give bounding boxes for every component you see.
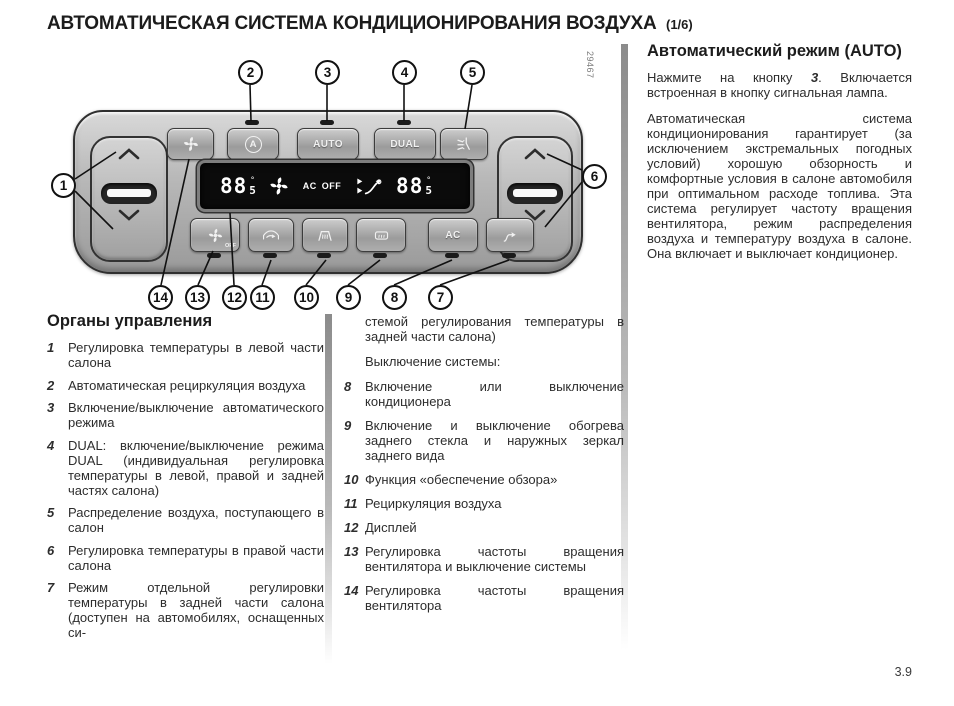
airflow-distribution-indicator bbox=[354, 174, 384, 198]
section-heading: Органы управления bbox=[47, 312, 213, 330]
recirculation-led bbox=[263, 253, 277, 258]
temp-right-slider bbox=[507, 183, 563, 204]
auto-button-label: AUTO bbox=[313, 138, 343, 150]
temp-left-slider bbox=[101, 183, 157, 204]
degree-symbol: ° bbox=[426, 175, 431, 185]
rear-airflow-icon bbox=[501, 227, 519, 244]
windshield-demist-icon bbox=[316, 226, 334, 244]
callout-14: 14 bbox=[148, 285, 173, 310]
left-temperature-readout: 88 °5 bbox=[220, 174, 256, 198]
section-heading: Автоматический режим (AUTO) bbox=[647, 42, 902, 60]
column-divider bbox=[621, 44, 628, 650]
circled-a-icon: A bbox=[244, 135, 262, 153]
right-temperature-readout: 88 °5 bbox=[396, 174, 432, 198]
recirculation-button bbox=[248, 218, 294, 252]
slider-stripe bbox=[107, 189, 151, 197]
fan-icon bbox=[268, 175, 290, 197]
button-reference: 3 bbox=[810, 70, 819, 85]
dual-button-label: DUAL bbox=[390, 138, 420, 150]
callout-5: 5 bbox=[460, 60, 485, 85]
callout-lines bbox=[74, 84, 583, 286]
chevron-up-icon bbox=[116, 147, 142, 160]
auto-recirculation-button: A bbox=[227, 128, 279, 160]
slider-stripe bbox=[513, 189, 557, 197]
rear-temp-led bbox=[502, 253, 516, 258]
callout-8: 8 bbox=[382, 285, 407, 310]
off-label: OFF bbox=[225, 243, 236, 249]
degree-symbol: ° bbox=[250, 175, 255, 185]
controls-section-continued: стемой регулирования температуры в задне… bbox=[344, 314, 624, 622]
climate-panel-diagram: A AUTO DUAL 88 °5 AC O bbox=[50, 48, 635, 316]
callout-1: 1 bbox=[51, 173, 76, 198]
continuation-text: стемой регулирования температуры в задне… bbox=[365, 314, 624, 344]
dual-mode-button: DUAL bbox=[374, 128, 436, 160]
recirculation-led bbox=[245, 120, 259, 125]
climate-display: 88 °5 AC OFF 88 °5 bbox=[197, 160, 473, 212]
auto-mode-section: Автоматический режим (AUTO) Нажмите на к… bbox=[647, 42, 912, 272]
page-title: АВТОМАТИЧЕСКАЯ СИСТЕМА КОНДИЦИОНИРОВАНИЯ… bbox=[47, 13, 693, 35]
chevron-down-icon bbox=[522, 209, 548, 222]
rear-temperature-button bbox=[486, 218, 534, 252]
callout-11: 11 bbox=[250, 285, 275, 310]
ac-button: AC bbox=[428, 218, 478, 252]
rear-defrost-icon bbox=[372, 227, 391, 244]
column-divider bbox=[325, 314, 332, 664]
fan-icon bbox=[182, 135, 200, 153]
page-number: 3.9 bbox=[894, 665, 912, 679]
callout-9: 9 bbox=[336, 285, 361, 310]
fan-speed-up-button bbox=[167, 128, 214, 160]
windshield-led bbox=[317, 253, 331, 258]
rear-defrost-led bbox=[373, 253, 387, 258]
windshield-demist-button bbox=[302, 218, 348, 252]
dual-led bbox=[397, 120, 411, 125]
paragraph: Нажмите на кнопку 3. Включается встроенн… bbox=[647, 70, 912, 100]
callout-6: 6 bbox=[582, 164, 607, 189]
page-title-text: АВТОМАТИЧЕСКАЯ СИСТЕМА КОНДИЦИОНИРОВАНИЯ… bbox=[47, 13, 657, 34]
chevron-down-icon bbox=[116, 209, 142, 222]
callout-13: 13 bbox=[185, 285, 210, 310]
callout-10: 10 bbox=[294, 285, 319, 310]
auto-mode-button: AUTO bbox=[297, 128, 359, 160]
temp-left-control bbox=[90, 136, 168, 262]
fan-off-led bbox=[207, 253, 221, 258]
ac-off-indicator: AC OFF bbox=[302, 181, 342, 191]
ac-button-label: AC bbox=[445, 229, 461, 241]
callout-7: 7 bbox=[428, 285, 453, 310]
callout-3: 3 bbox=[315, 60, 340, 85]
air-distribution-icon bbox=[455, 135, 473, 153]
callout-12: 12 bbox=[222, 285, 247, 310]
callout-4: 4 bbox=[392, 60, 417, 85]
air-distribution-button bbox=[440, 128, 488, 160]
subnote-text: Выключение системы: bbox=[365, 354, 501, 369]
fan-icon bbox=[207, 227, 224, 244]
car-recirculation-icon bbox=[261, 227, 281, 244]
chevron-up-icon bbox=[522, 147, 548, 160]
page-title-suffix: (1/6) bbox=[665, 17, 693, 32]
callout-2: 2 bbox=[238, 60, 263, 85]
rear-defrost-button bbox=[356, 218, 406, 252]
paragraph: Автоматическая система кондиционирования… bbox=[647, 111, 912, 261]
ac-led bbox=[445, 253, 459, 258]
auto-led bbox=[320, 120, 334, 125]
